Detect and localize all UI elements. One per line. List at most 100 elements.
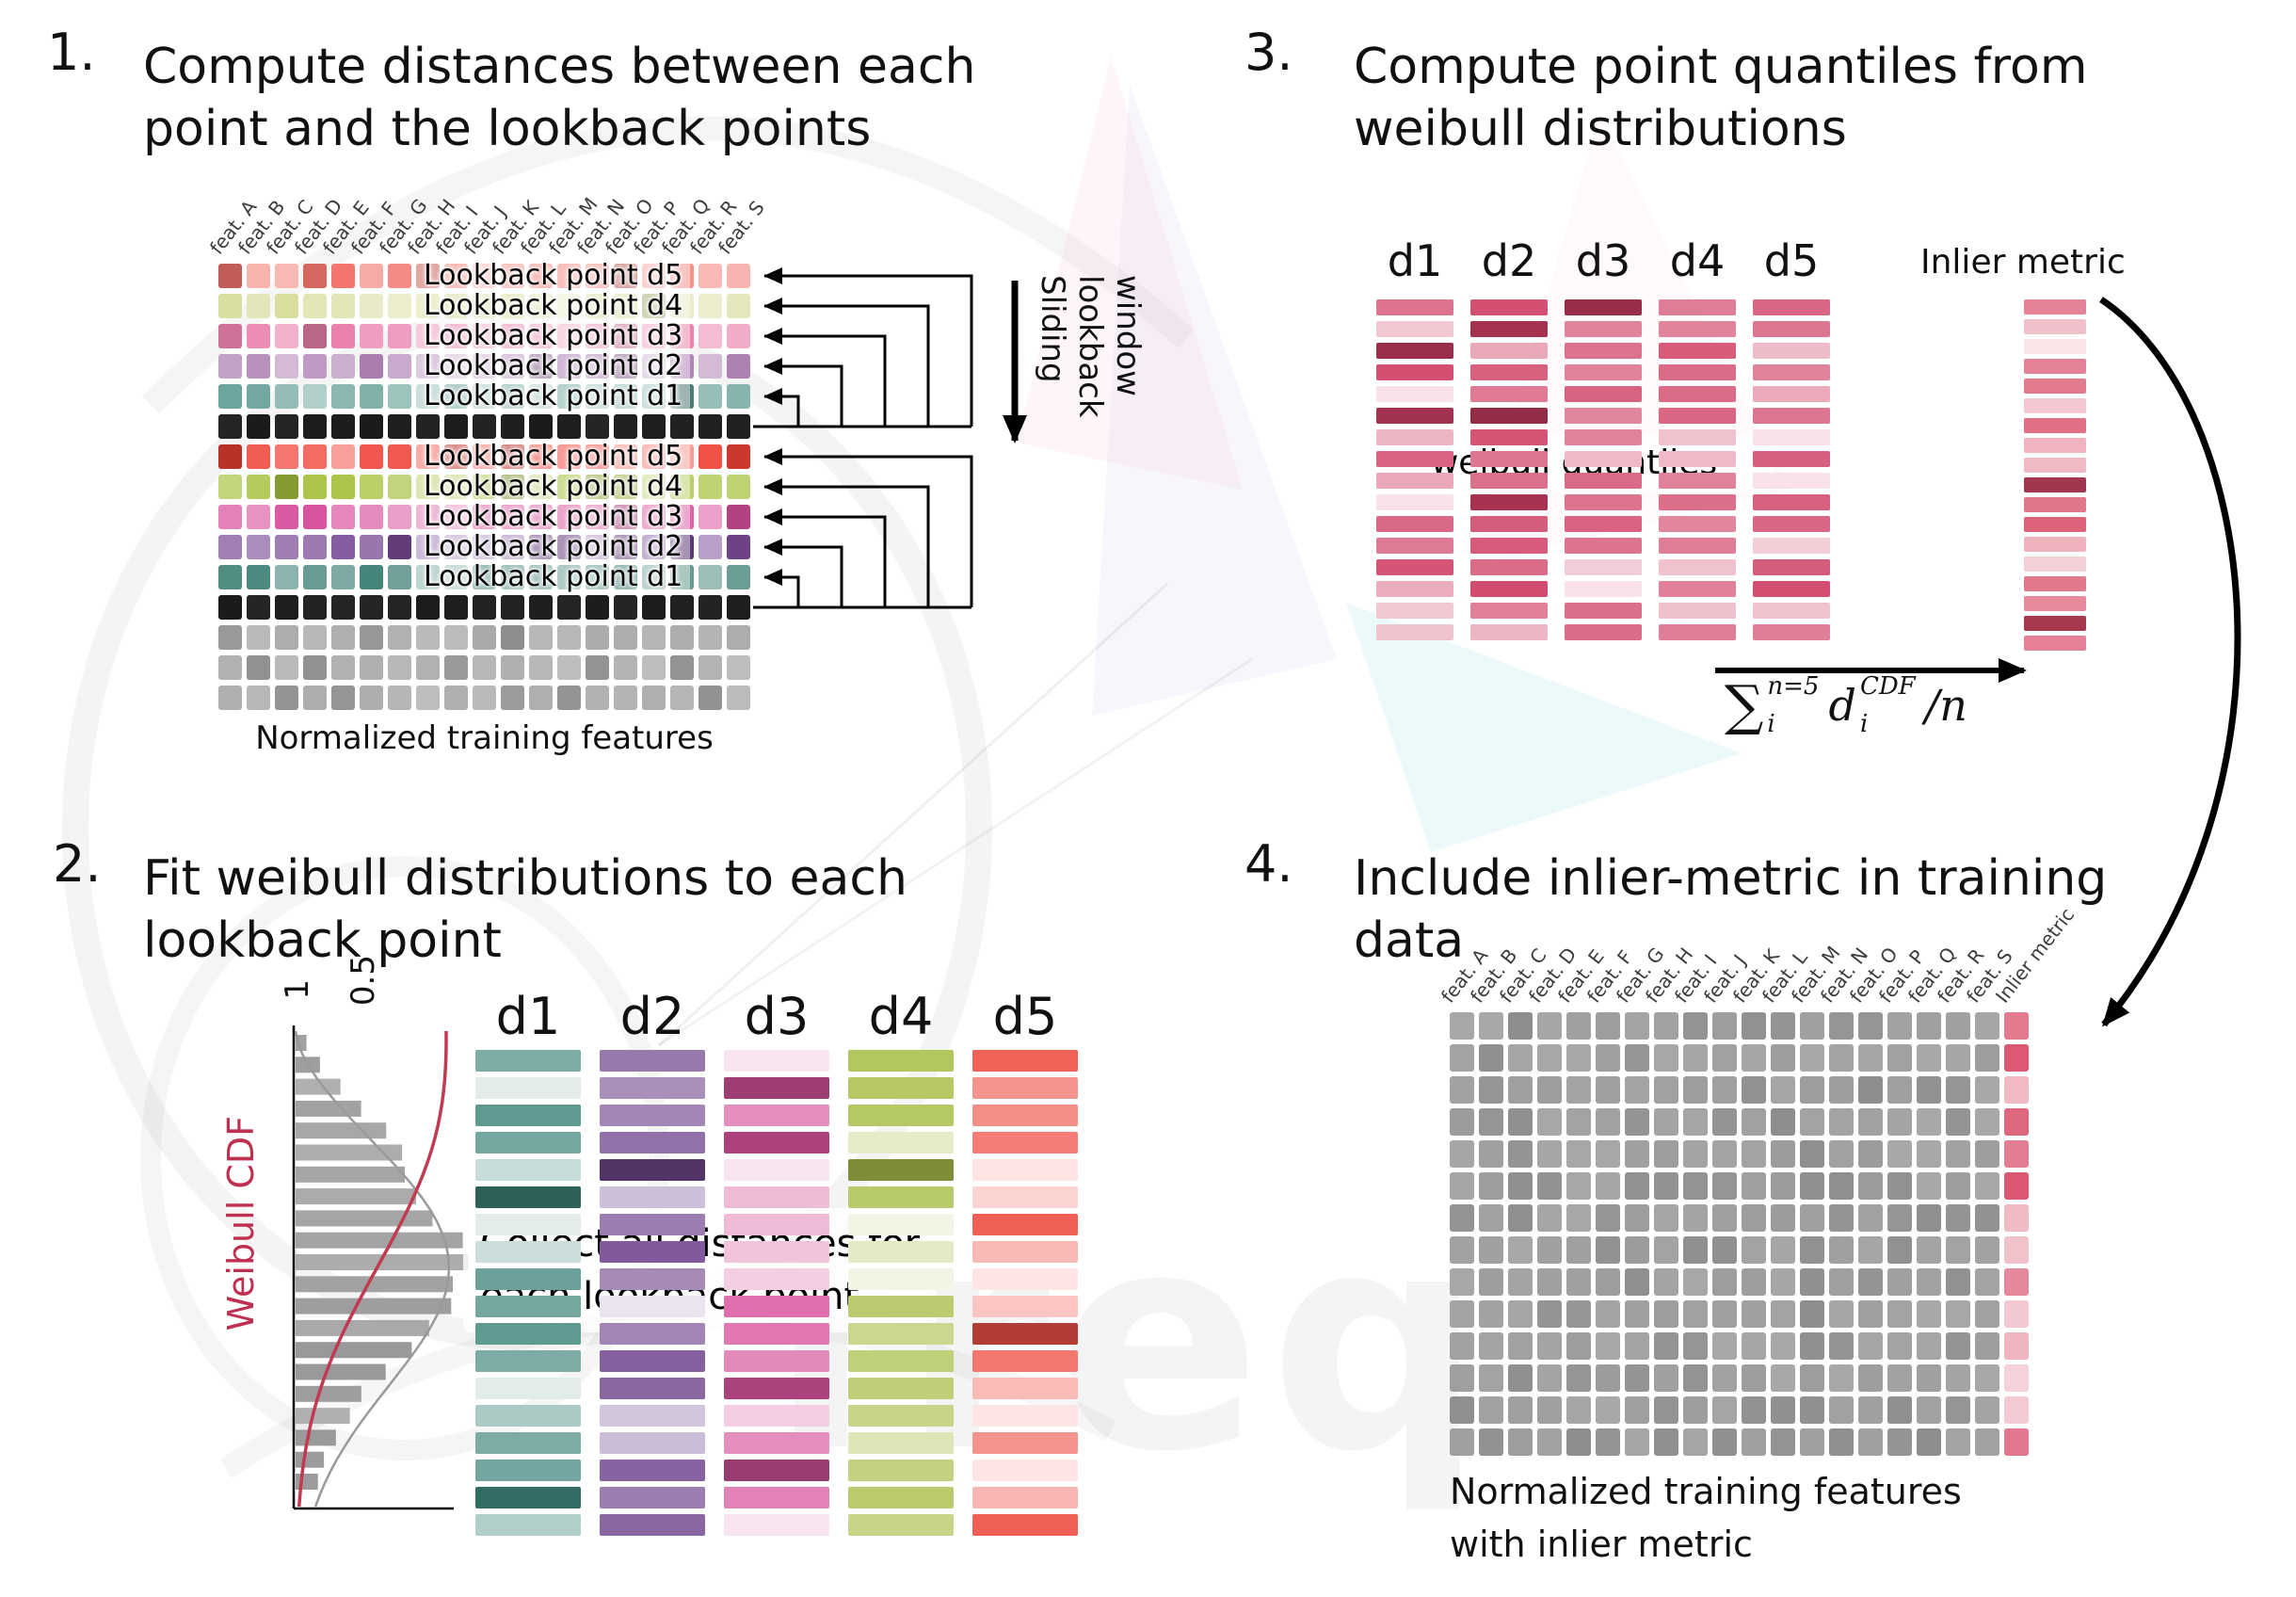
distance-bar	[724, 1268, 829, 1290]
weibull-cdf-curve	[297, 1031, 448, 1508]
distance-variable: d	[1828, 680, 1856, 731]
training-cell	[2004, 1108, 2029, 1136]
training-cell	[1683, 1076, 1708, 1104]
feature-cell	[275, 324, 298, 348]
quantile-bar	[1376, 473, 1453, 489]
feature-cell	[360, 535, 383, 559]
feature-cell	[331, 354, 355, 379]
distance-bar	[848, 1296, 954, 1317]
panel-1-title-line-2: point and the lookback points	[143, 101, 872, 157]
training-cell	[1829, 1140, 1854, 1168]
feature-cell	[698, 264, 722, 288]
quantile-bar	[1659, 386, 1736, 402]
distance-bar	[475, 1268, 581, 1290]
histogram-bar	[296, 1385, 361, 1402]
distance-bar	[475, 1460, 581, 1481]
quantile-bar	[1376, 343, 1453, 359]
quantile-bar	[1565, 603, 1642, 619]
training-cell	[1829, 1396, 1854, 1424]
quantile-bar	[1659, 559, 1736, 575]
training-cell	[1858, 1012, 1883, 1040]
training-cell	[1858, 1364, 1883, 1392]
training-cell	[1450, 1012, 1474, 1040]
feature-cell	[557, 294, 581, 318]
feature-cell	[416, 475, 440, 499]
panel-2-title-line-1: Fit weibull distributions to each	[143, 850, 907, 907]
quantile-bar	[1753, 408, 1830, 424]
training-cell	[1742, 1012, 1766, 1040]
feature-cell	[698, 505, 722, 529]
training-cell	[1858, 1268, 1883, 1296]
training-cell	[1771, 1012, 1795, 1040]
feature-cell	[416, 625, 440, 650]
training-cell	[1975, 1140, 1999, 1168]
training-cell	[1800, 1236, 1824, 1264]
panel-3-title-line-1: Compute point quantiles from	[1354, 39, 2088, 95]
quantile-bar	[1470, 581, 1548, 597]
training-cell	[1596, 1364, 1620, 1392]
feature-cell	[614, 264, 637, 288]
distance-bar	[600, 1378, 705, 1399]
quantile-bar	[1376, 299, 1453, 315]
feature-cell	[444, 565, 468, 589]
feature-cell	[247, 625, 270, 650]
distance-bar	[724, 1323, 829, 1345]
feature-cell	[275, 444, 298, 469]
histogram-bar	[296, 1122, 387, 1139]
quantile-bar	[1659, 473, 1736, 489]
feature-cell	[473, 354, 496, 379]
feature-cell	[501, 505, 524, 529]
distance-bar	[972, 1268, 1078, 1290]
feature-cell	[727, 384, 750, 409]
feature-cell	[614, 475, 637, 499]
training-cell	[1479, 1268, 1503, 1296]
training-cell	[1537, 1364, 1562, 1392]
distance-bar	[724, 1350, 829, 1372]
training-cell	[1596, 1172, 1620, 1200]
quantile-bar	[1565, 494, 1642, 510]
quantile-bar	[1376, 364, 1453, 380]
distance-bar	[475, 1077, 581, 1099]
training-cell	[1712, 1108, 1737, 1136]
feature-cell	[727, 324, 750, 348]
distance-bar	[475, 1514, 581, 1536]
quantile-bar	[1753, 603, 1830, 619]
quantile-column-header: d3	[1575, 235, 1631, 286]
feature-cell	[444, 505, 468, 529]
training-cell	[1887, 1044, 1912, 1072]
training-cell	[1625, 1044, 1649, 1072]
training-cell	[1771, 1268, 1795, 1296]
quantile-bar	[1565, 581, 1642, 597]
lookback-row-label: Lookback point d5	[416, 441, 691, 473]
feature-cell	[529, 535, 553, 559]
distance-bar	[972, 1514, 1078, 1536]
feature-cell	[360, 625, 383, 650]
feature-cell	[670, 595, 694, 620]
feature-cell	[360, 686, 383, 710]
training-cell	[1508, 1428, 1533, 1456]
feature-cell	[586, 444, 609, 469]
training-cell	[1508, 1108, 1533, 1136]
training-cell	[1654, 1012, 1678, 1040]
feature-cell	[473, 444, 496, 469]
lookback-row-label: Lookback point d1	[416, 561, 691, 593]
feature-cell	[247, 264, 270, 288]
quantile-bar	[1565, 386, 1642, 402]
distance-bar	[475, 1350, 581, 1372]
training-cell	[1450, 1172, 1474, 1200]
training-cell	[1654, 1236, 1678, 1264]
quantile-bar	[1659, 538, 1736, 554]
distance-bar	[848, 1077, 954, 1099]
cdf-tick-1: 1	[279, 979, 316, 1000]
training-cell	[1858, 1140, 1883, 1168]
panel-1-caption: Normalized training features	[255, 719, 714, 757]
feature-cell	[247, 414, 270, 439]
training-cell	[1508, 1140, 1533, 1168]
feature-cell	[218, 324, 242, 348]
histogram-bar	[296, 1100, 361, 1117]
panel-2-title: Fit weibull distributions to each lookba…	[143, 847, 907, 972]
distance-bar	[475, 1487, 581, 1508]
quantile-bar	[1659, 451, 1736, 467]
inlier-metric-bar	[2024, 359, 2086, 374]
feature-cell	[670, 686, 694, 710]
